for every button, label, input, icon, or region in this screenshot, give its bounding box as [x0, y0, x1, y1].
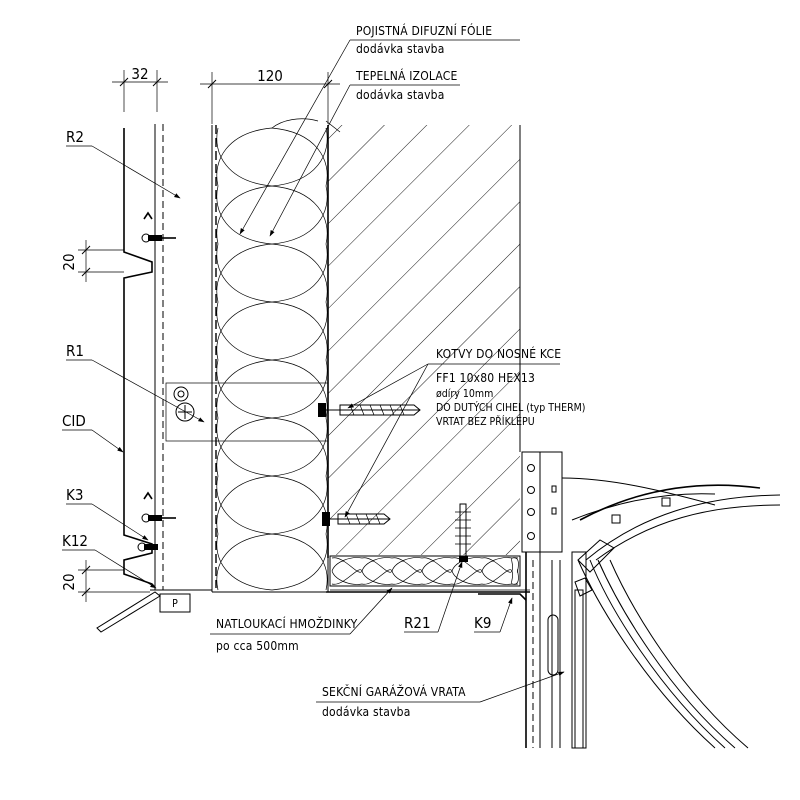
- callout-thermal-insulation: TEPELNÁ IZOLACE dodávka stavba: [269, 68, 460, 237]
- cladding-panel: P: [96, 124, 212, 633]
- dimension-32: 32: [112, 65, 168, 112]
- callout-anchors-line2: ødíry 10mm: [436, 388, 493, 400]
- thermal-insulation: [211, 118, 341, 593]
- callout-anchors-line4: VRTAT BEZ PŘÍKLEPU: [436, 415, 535, 428]
- callout-anchors-title: KOTVY DO NOSNÉ KCE: [436, 346, 561, 361]
- dimension-120: 120: [200, 67, 340, 124]
- profile-p-box: [159, 593, 191, 613]
- ref-r1: R1: [66, 342, 205, 423]
- ref-k3-label: K3: [66, 486, 83, 504]
- ref-k12-label: K12: [62, 532, 88, 550]
- ref-cid: CID: [62, 412, 124, 453]
- profile-p-label: P: [172, 598, 178, 610]
- callout-dowels: NATLOUKACÍ HMOŽDINKY po cca 500mm: [210, 587, 393, 653]
- callout-anchors-line3: DO DUTÝCH CIHEL (typ THERM): [436, 401, 586, 414]
- callout-door-title: SEKČNÍ GARÁŽOVÁ VRATA: [322, 684, 466, 699]
- callout-diffusion-foil: POJISTNÁ DIFUZNÍ FÓLIE dodávka stavba: [239, 23, 520, 235]
- callout-dowels-title: NATLOUKACÍ HMOŽDINKY: [216, 616, 358, 631]
- anchor-lower: [322, 512, 391, 526]
- cladding-fasteners: [137, 211, 176, 552]
- soffit-batt-pattern: [331, 557, 519, 585]
- callout-foil-sub: dodávka stavba: [356, 42, 445, 56]
- dimension-20-lower-label: 20: [60, 573, 78, 590]
- ref-r1-label: R1: [66, 342, 84, 360]
- dimension-32-label: 32: [131, 65, 148, 83]
- callout-dowels-sub: po cca 500mm: [216, 639, 299, 653]
- ref-k9: K9: [474, 597, 513, 633]
- dimension-120-label: 120: [257, 67, 283, 85]
- dimension-20-lower: 20: [60, 560, 150, 602]
- dimension-20-upper-label: 20: [60, 253, 78, 270]
- ref-k3: K3: [66, 486, 149, 541]
- masonry-wall: [327, 125, 521, 558]
- ref-r2: R2: [66, 128, 181, 199]
- ref-k9-label: K9: [474, 614, 491, 632]
- ref-k12: K12: [62, 532, 157, 589]
- garage-door: [521, 451, 781, 749]
- anchor-upper: [318, 403, 421, 417]
- insulation-batt-pattern: [216, 127, 328, 591]
- callout-garage-door: SEKČNÍ GARÁŽOVÁ VRATA dodávka stavba: [316, 671, 565, 719]
- ref-r21: R21: [404, 561, 463, 633]
- ref-r2-label: R2: [66, 128, 84, 146]
- callout-insulation-title: TEPELNÁ IZOLACE: [355, 68, 458, 83]
- callout-insulation-sub: dodávka stavba: [356, 88, 445, 102]
- callout-foil-title: POJISTNÁ DIFUZNÍ FÓLIE: [356, 23, 492, 38]
- callout-door-sub: dodávka stavba: [322, 705, 411, 719]
- soffit-insulation: [326, 503, 530, 601]
- bracket-r1: [165, 382, 329, 442]
- ref-r21-label: R21: [404, 614, 431, 632]
- callout-anchors-line1: FF1 10x80 HEX13: [436, 371, 535, 385]
- ref-cid-label: CID: [62, 412, 86, 430]
- callout-anchors: KOTVY DO NOSNÉ KCE FF1 10x80 HEX13 ødíry…: [344, 346, 586, 518]
- dimension-20-upper: 20: [60, 240, 124, 282]
